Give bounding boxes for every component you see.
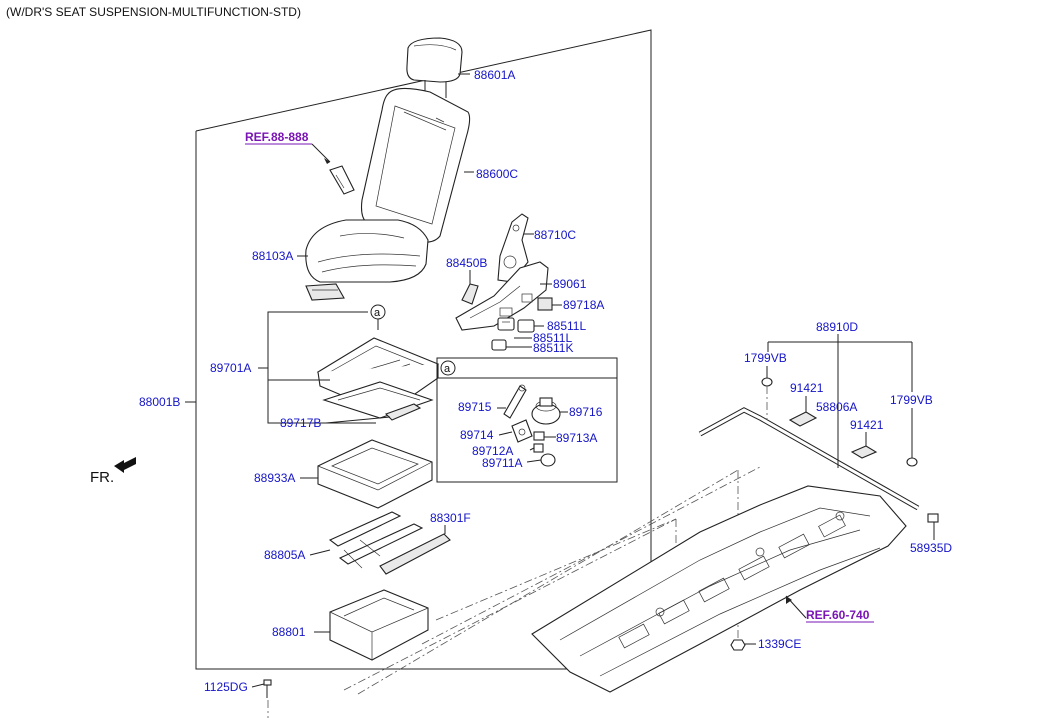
part-label-88511L-1[interactable]: 88511L <box>547 319 586 333</box>
part-label-58806A[interactable]: 58806A <box>816 400 857 414</box>
fitting-part-89712A <box>533 443 544 453</box>
arrow-icon-ref-60-740 <box>786 596 792 604</box>
part-label-1339CE[interactable]: 1339CE <box>758 637 801 651</box>
detail-box-marker <box>440 360 456 376</box>
seat-cushion-part <box>305 219 429 283</box>
part-label-1799VB-2[interactable]: 1799VB <box>890 393 933 407</box>
part-label-89714[interactable]: 89714 <box>460 428 494 442</box>
leader-89717B-bracket <box>267 368 376 424</box>
part-label-89711A[interactable]: 89711A <box>482 456 522 470</box>
front-direction-label: FR. <box>90 469 114 486</box>
cushion-bracket-part <box>305 283 345 301</box>
fitting-part-89713A <box>533 431 545 441</box>
arrow-icon <box>324 158 330 164</box>
detail-marker-a-text: a <box>374 307 381 319</box>
bolt-part-1125DG <box>263 679 272 698</box>
buckle-part <box>329 165 355 195</box>
connect-line-4 <box>435 518 677 621</box>
cap-part-89711A <box>540 453 556 467</box>
knob-part-89716 <box>531 397 561 425</box>
label-part-91421-1 <box>788 411 818 427</box>
part-label-88805A[interactable]: 88805A <box>264 548 305 562</box>
part-label-88511L-2[interactable]: 88511L <box>533 331 572 345</box>
leader-88805A <box>309 549 331 556</box>
part-label-88103A[interactable]: 88103A <box>252 249 293 263</box>
damper-part-89715 <box>503 384 527 419</box>
part-label-91421-2[interactable]: 91421 <box>850 418 884 432</box>
detail-box-marker-text: a <box>444 363 451 375</box>
side-cover-part <box>455 261 549 331</box>
part-label-1799VB-1[interactable]: 1799VB <box>744 351 787 365</box>
part-label-88450B[interactable]: 88450B <box>446 256 487 270</box>
clamp-part-1799VB-2 <box>906 457 918 467</box>
rail-part-88805A <box>328 511 424 569</box>
part-label-88600C[interactable]: 88600C <box>476 167 518 181</box>
leader-89712A <box>529 447 535 451</box>
detail-box-a <box>436 357 618 483</box>
part-label-88001B[interactable]: 88001B <box>139 395 180 409</box>
part-label-1125DG[interactable]: 1125DG <box>204 680 248 694</box>
ref-60-740-link[interactable]: REF.60-740 <box>806 608 870 622</box>
connect-line-2 <box>357 469 739 695</box>
rail-cover-part-88301F <box>379 533 451 575</box>
part-label-88801[interactable]: 88801 <box>272 625 306 639</box>
cover-part-88933A <box>317 439 433 509</box>
hose-part-88910D <box>698 407 920 511</box>
part-label-89061[interactable]: 89061 <box>553 277 587 291</box>
part-label-89701A[interactable]: 89701A <box>210 361 251 375</box>
knob-part-88450B <box>461 283 479 305</box>
valve-part-89714 <box>511 419 533 443</box>
part-label-88301F[interactable]: 88301F <box>430 511 471 525</box>
part-label-89718A[interactable]: 89718A <box>563 298 604 312</box>
seat-back-part <box>360 87 471 243</box>
recliner-part <box>497 213 529 283</box>
ref-88-888-link[interactable]: REF.88-888 <box>245 130 309 144</box>
part-label-89717B[interactable]: 89717B <box>280 416 321 430</box>
switch-part-89718A <box>537 297 553 311</box>
part-label-89712A[interactable]: 89712A <box>472 444 513 458</box>
part-label-88710C[interactable]: 88710C <box>534 228 576 242</box>
part-label-89716[interactable]: 89716 <box>569 405 603 419</box>
leader-ref-88-888 <box>311 143 331 163</box>
leader-1125DG <box>251 683 265 688</box>
nut-part-1339CE <box>730 639 746 651</box>
part-label-89715[interactable]: 89715 <box>458 400 492 414</box>
part-label-89713A[interactable]: 89713A <box>556 431 597 445</box>
connect-line-1 <box>343 518 677 691</box>
diagram-title: (W/DR'S SEAT SUSPENSION-MULTIFUNCTION-ST… <box>6 5 301 19</box>
leader-89717B <box>325 416 391 424</box>
part-label-88601A[interactable]: 88601A <box>474 68 515 82</box>
floor-panel-part <box>531 485 907 693</box>
leader-89711A <box>526 459 542 463</box>
leader-89714 <box>498 431 513 436</box>
front-arrow-icon <box>114 457 136 473</box>
leader-89701A-top <box>267 311 368 368</box>
lever-part-89717B <box>384 403 422 421</box>
suspension-frame-part <box>316 337 440 419</box>
part-label-58935D[interactable]: 58935D <box>910 541 952 555</box>
part-label-88933A[interactable]: 88933A <box>254 471 295 485</box>
switch-parts-88511 <box>491 317 535 351</box>
part-label-91421-1[interactable]: 91421 <box>790 381 824 395</box>
label-part-91421-2 <box>850 445 878 459</box>
clamp-part-1799VB-1 <box>761 377 773 387</box>
part-label-88910D[interactable]: 88910D <box>816 320 858 334</box>
part-label-88511K[interactable]: 88511K <box>533 341 573 355</box>
riser-part-88801 <box>329 589 429 661</box>
connector-part-58935D <box>927 513 939 523</box>
